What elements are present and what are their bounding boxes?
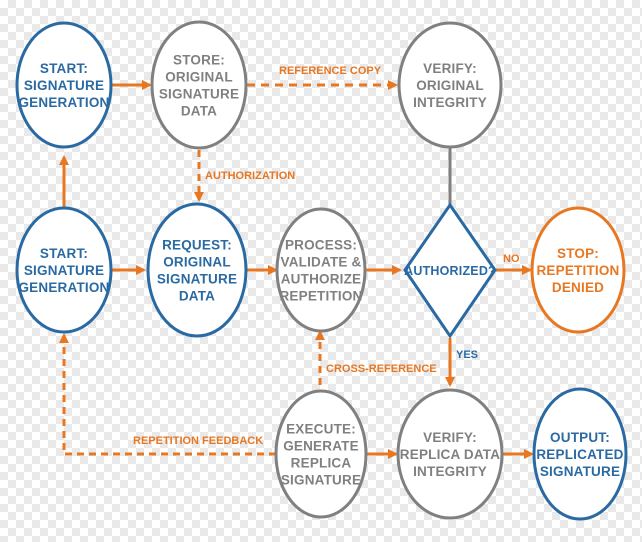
process-label-line: REPETITION <box>279 289 362 304</box>
output-label-line: REPLICATED <box>536 447 623 462</box>
label-authorization: AUTHORIZATION <box>205 170 295 182</box>
store-label-line: ORIGINAL <box>165 70 233 85</box>
verify-original-label-line: ORIGINAL <box>416 78 484 93</box>
label-repetition-feedback: REPETITION FEEDBACK <box>133 435 263 447</box>
store-label-line: SIGNATURE <box>159 87 239 102</box>
process-label-line: VALIDATE & <box>281 255 362 270</box>
store-label-line: DATA <box>181 104 217 119</box>
node-verify-replica-shape <box>396 388 504 520</box>
node-output: OUTPUT: REPLICATED SIGNATURE <box>532 387 628 521</box>
start-mid-label-line: START: <box>40 246 88 261</box>
node-start-top-shape <box>15 21 113 149</box>
node-decision: AUTHORIZED? <box>403 202 497 339</box>
node-verify-replica: VERIFY: REPLICA DATA INTEGRITY <box>396 388 504 520</box>
decision-label-line: AUTHORIZED? <box>404 264 496 278</box>
verify-original-label-line: INTEGRITY <box>413 95 487 110</box>
execute-label-line: REPLICA <box>291 456 352 471</box>
request-label-line: ORIGINAL <box>163 255 231 270</box>
process-label-line: PROCESS: <box>285 238 357 253</box>
label-yes: YES <box>456 349 478 361</box>
verify-original-label-line: VERIFY: <box>423 61 477 76</box>
label-reference-copy: REFERENCE COPY <box>279 65 382 77</box>
execute-label-line: EXECUTE: <box>286 422 356 437</box>
node-stop-label: STOP: REPETITION DENIED <box>536 246 619 295</box>
node-request-shape <box>146 202 248 338</box>
label-cross-reference: CROSS-REFERENCE <box>326 363 437 375</box>
stop-label-line: STOP: <box>557 246 599 261</box>
node-process: PROCESS: VALIDATE & AUTHORIZE REPETITION <box>275 207 367 333</box>
stop-label-line: DENIED <box>552 280 604 295</box>
verify-replica-label-line: INTEGRITY <box>413 464 487 479</box>
node-start-top-label: START: SIGNATURE GENERATION <box>18 61 109 110</box>
node-verify-original-label: VERIFY: ORIGINAL INTEGRITY <box>413 61 487 110</box>
node-start-mid: START: SIGNATURE GENERATION <box>15 206 113 334</box>
node-request: REQUEST: ORIGINAL SIGNATURE DATA <box>146 202 248 338</box>
request-label-line: SIGNATURE <box>157 272 237 287</box>
node-store-label: STORE: ORIGINAL SIGNATURE DATA <box>159 53 239 119</box>
node-start-top: START: SIGNATURE GENERATION <box>15 21 113 149</box>
store-label-line: STORE: <box>173 53 225 68</box>
label-no: NO <box>503 253 520 265</box>
node-execute-label: EXECUTE: GENERATE REPLICA SIGNATURE <box>281 422 361 488</box>
request-label-line: DATA <box>179 289 215 304</box>
start-mid-label-line: SIGNATURE <box>24 263 104 278</box>
node-stop-shape <box>530 206 626 334</box>
node-process-shape <box>275 207 367 333</box>
node-process-label: PROCESS: VALIDATE & AUTHORIZE REPETITION <box>279 238 362 304</box>
node-stop: STOP: REPETITION DENIED <box>530 206 626 334</box>
start-top-label-line: GENERATION <box>18 95 109 110</box>
node-output-shape <box>532 387 628 521</box>
verify-replica-label-line: REPLICA DATA <box>400 447 500 462</box>
node-verify-replica-label: VERIFY: REPLICA DATA INTEGRITY <box>400 430 500 479</box>
edges <box>59 80 534 459</box>
request-label-line: REQUEST: <box>162 238 232 253</box>
node-verify-original-shape <box>397 21 503 149</box>
node-execute: EXECUTE: GENERATE REPLICA SIGNATURE <box>274 389 368 519</box>
execute-label-line: SIGNATURE <box>281 473 361 488</box>
start-top-label-line: START: <box>40 61 88 76</box>
node-decision-shape <box>403 202 497 339</box>
edge-execute-to-start-mid <box>59 333 276 456</box>
output-label-line: OUTPUT: <box>550 430 610 445</box>
output-label-line: SIGNATURE <box>540 464 620 479</box>
node-decision-label: AUTHORIZED? <box>404 264 496 278</box>
nodes: START: SIGNATURE GENERATION STORE: ORIGINAL… <box>15 20 628 521</box>
node-store: STORE: ORIGINAL SIGNATURE DATA <box>150 20 248 150</box>
node-start-mid-shape <box>15 206 113 334</box>
verify-replica-label-line: VERIFY: <box>423 430 477 445</box>
node-store-shape <box>150 20 248 150</box>
start-mid-label-line: GENERATION <box>18 280 109 295</box>
edge-labels: REFERENCE COPY AUTHORIZATION CROSS-REFER… <box>133 65 520 447</box>
node-output-label: OUTPUT: REPLICATED SIGNATURE <box>536 430 623 479</box>
execute-label-line: GENERATE <box>283 439 359 454</box>
node-start-mid-label: START: SIGNATURE GENERATION <box>18 246 109 295</box>
node-execute-shape <box>274 389 368 519</box>
node-verify-original: VERIFY: ORIGINAL INTEGRITY <box>397 21 503 149</box>
process-label-line: AUTHORIZE <box>281 272 362 287</box>
stop-label-line: REPETITION <box>536 263 619 278</box>
node-request-label: REQUEST: ORIGINAL SIGNATURE DATA <box>157 238 237 304</box>
start-top-label-line: SIGNATURE <box>24 78 104 93</box>
